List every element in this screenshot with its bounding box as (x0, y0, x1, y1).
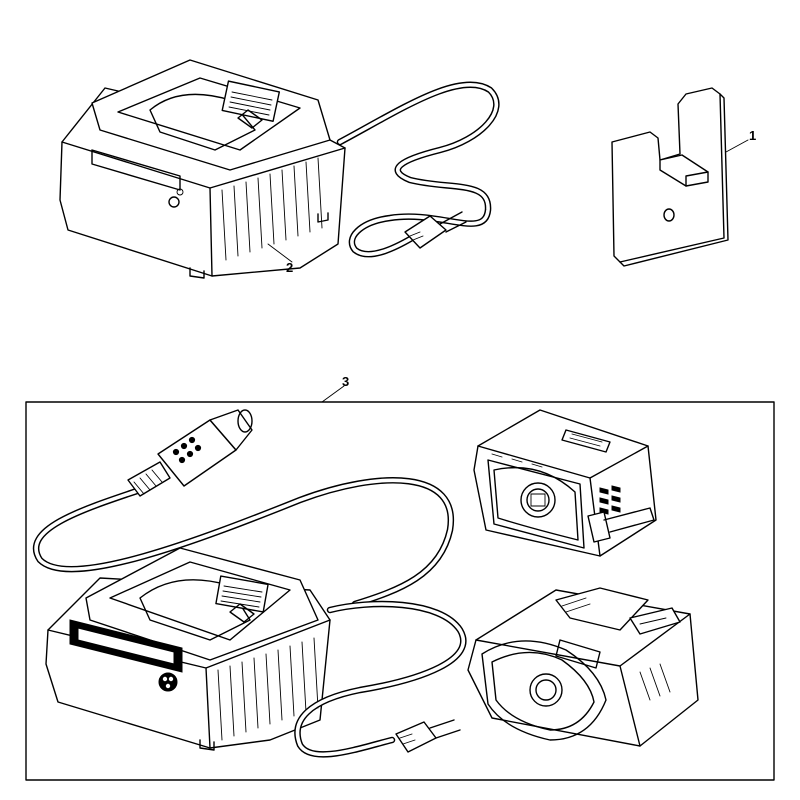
charger-power-cable (336, 81, 500, 258)
leader-line-charger (267, 243, 293, 263)
vehicle-adapter-cable (32, 409, 455, 608)
callout-label-charger: 2 (286, 260, 293, 275)
battery-pack-upper (473, 409, 657, 557)
charger-unit (59, 59, 346, 279)
euro-plug-kit (395, 719, 461, 753)
euro-plug-top (404, 211, 467, 249)
leader-line-kit (321, 385, 345, 403)
callout-label-kit: 3 (342, 374, 349, 389)
kit-power-cable (294, 600, 467, 758)
kit-charger-unit (45, 547, 331, 751)
kit-frame (25, 401, 775, 781)
battery-pack-lower (467, 587, 699, 747)
wall-mount-bracket (611, 87, 729, 267)
callout-label-bracket: 1 (749, 128, 756, 143)
leader-line-bracket (725, 139, 749, 153)
